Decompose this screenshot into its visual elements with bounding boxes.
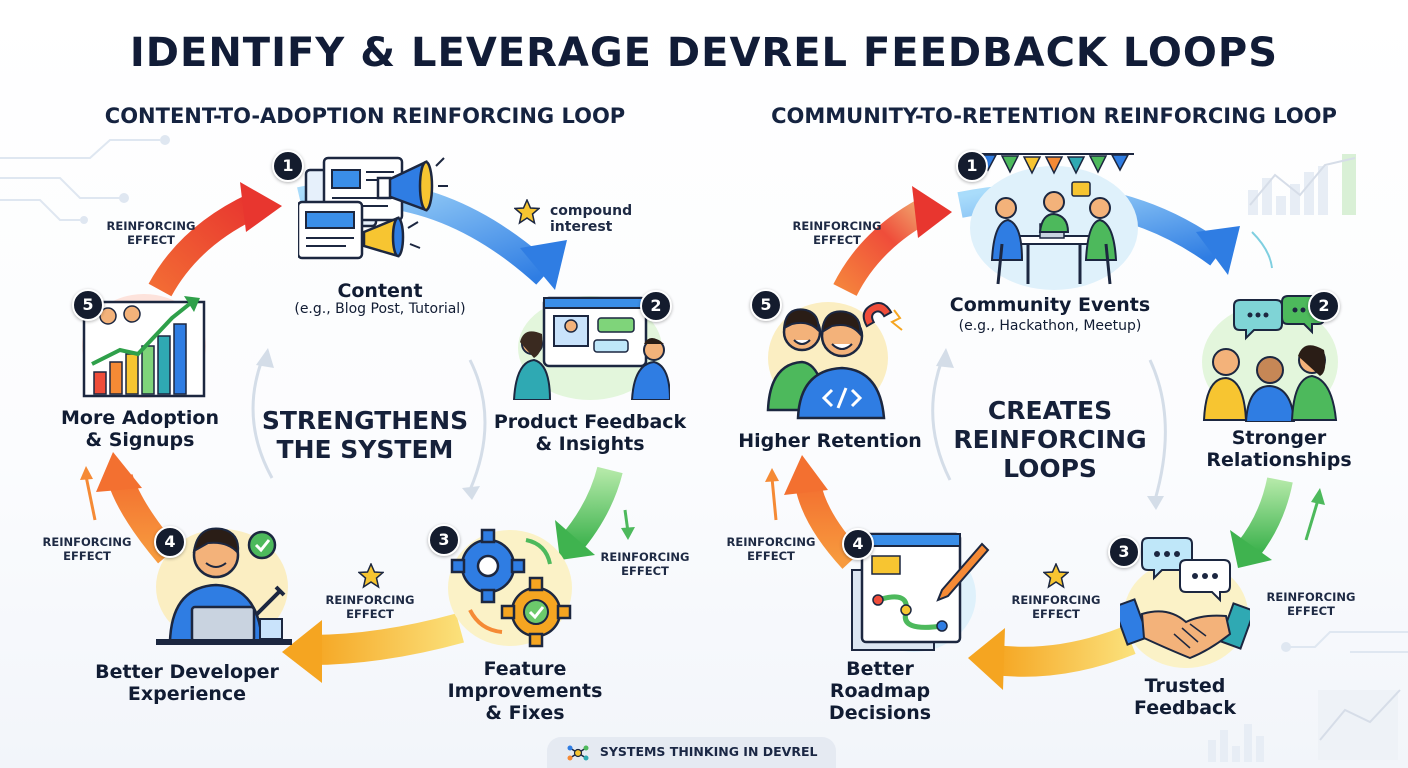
happy-developers-icon xyxy=(766,302,903,420)
people-chat-icon xyxy=(1202,295,1338,422)
page-title: IDENTIFY & LEVERAGE DEVREL FEEDBACK LOOP… xyxy=(129,30,1279,76)
node-label: Content xyxy=(337,280,423,302)
node-label: Stronger Relationships xyxy=(1206,427,1352,471)
compound-interest-note: compound interest xyxy=(550,203,633,235)
star-icon xyxy=(358,563,384,589)
step-badge: 5 xyxy=(72,289,104,321)
step-badge: 3 xyxy=(1108,536,1140,568)
footer-label: SYSTEMS THINKING IN DEVREL xyxy=(599,744,818,759)
node-sublabel: (e.g., Blog Post, Tutorial) xyxy=(294,301,466,317)
right-loop-center-text: CREATES REINFORCING LOOPS xyxy=(953,396,1147,483)
network-icon xyxy=(567,745,589,760)
reinforcing-effect-label: REINFORCING EFFECT xyxy=(325,593,415,621)
node-label: Community Events xyxy=(949,294,1151,316)
reinforcing-effect-label: REINFORCING EFFECT xyxy=(792,219,882,247)
star-icon xyxy=(1043,563,1069,589)
right-loop-title: COMMUNITY-TO-RETENTION REINFORCING LOOP xyxy=(771,104,1337,128)
content-megaphone-icon xyxy=(298,156,448,260)
reinforcing-effect-label: REINFORCING EFFECT xyxy=(106,219,196,247)
star-icon xyxy=(514,199,540,225)
gears-icon xyxy=(448,528,572,648)
reinforcing-effect-label: REINFORCING EFFECT xyxy=(42,535,132,563)
reinforcing-effect-label: REINFORCING EFFECT xyxy=(726,535,816,563)
node-label: Higher Retention xyxy=(738,430,922,452)
step-badge: 1 xyxy=(956,150,988,182)
step-badge: 2 xyxy=(640,290,672,322)
node-label: More Adoption & Signups xyxy=(61,407,219,451)
video-call-feedback-icon xyxy=(512,296,670,400)
node-sublabel: (e.g., Hackathon, Meetup) xyxy=(958,318,1142,334)
step-badge: 2 xyxy=(1308,290,1340,322)
step-badge: 3 xyxy=(428,524,460,556)
reinforcing-effect-label: REINFORCING EFFECT xyxy=(1266,590,1356,618)
step-badge: 5 xyxy=(750,289,782,321)
developer-laptop-icon xyxy=(156,527,292,645)
node-label: Product Feedback & Insights xyxy=(493,411,687,455)
reinforcing-effect-label: REINFORCING EFFECT xyxy=(600,550,690,578)
node-label: Better Roadmap Decisions xyxy=(828,658,932,724)
handshake-icon xyxy=(1120,537,1250,668)
left-loop-center-text: STRENGTHENS THE SYSTEM xyxy=(261,406,469,464)
roadmap-icon xyxy=(851,532,990,652)
node-label: Feature Improvements & Fixes xyxy=(447,658,603,724)
left-loop-title: CONTENT-TO-ADOPTION REINFORCING LOOP xyxy=(104,104,626,128)
node-label: Trusted Feedback xyxy=(1134,675,1236,719)
footer-tag: SYSTEMS THINKING IN DEVREL xyxy=(547,737,836,768)
step-badge: 4 xyxy=(154,526,186,558)
reinforcing-effect-label: REINFORCING EFFECT xyxy=(1011,593,1101,621)
community-event-icon xyxy=(970,153,1138,290)
growth-chart-icon xyxy=(82,294,206,398)
step-badge: 1 xyxy=(272,150,304,182)
step-badge: 4 xyxy=(842,528,874,560)
node-label: Better Developer Experience xyxy=(95,661,279,705)
